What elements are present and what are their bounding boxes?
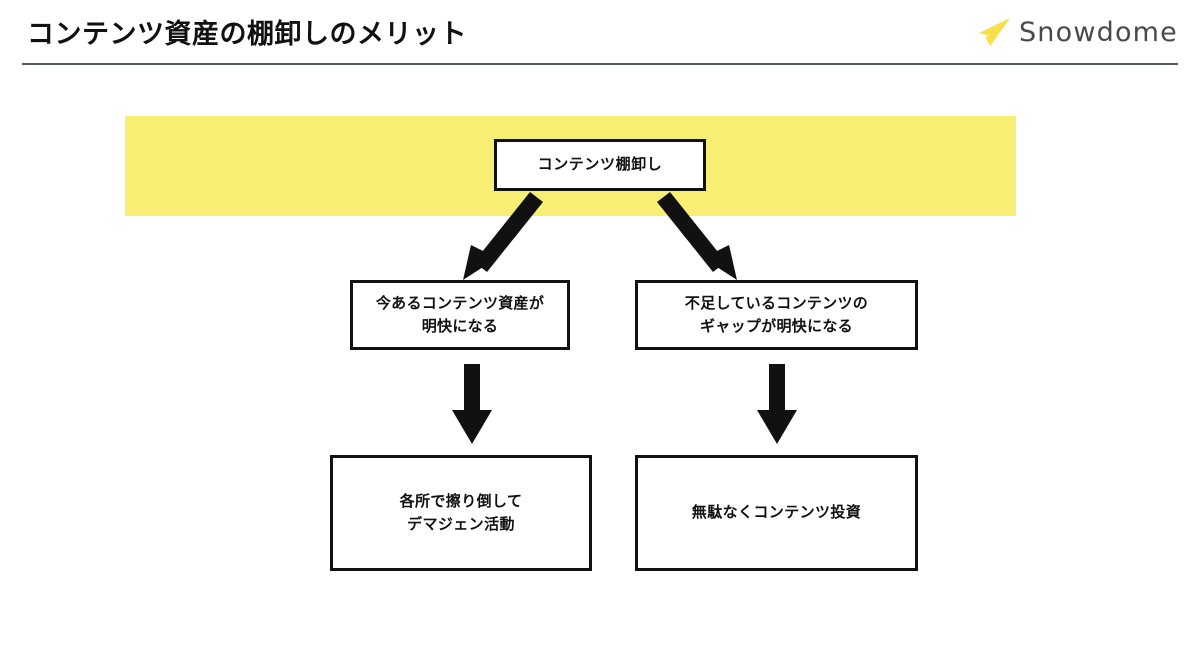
node-content-gap-clear-line-1: ギャップが明快になる (699, 317, 853, 335)
node-existing-assets-clear-line-0: 今あるコンテンツ資産が (375, 293, 545, 312)
node-demand-gen-activity: 各所で擦り倒して デマジェン活動 (330, 455, 592, 571)
arrow-mid-right-to-bottom-right (757, 364, 797, 444)
arrow-mid-left-to-bottom-left (452, 364, 492, 444)
node-efficient-content-investment-line-0: 無駄なくコンテンツ投資 (691, 503, 862, 522)
brand-logo-text: Snowdome (1018, 16, 1178, 48)
node-existing-assets-clear-line-1: 明快になる (421, 317, 499, 335)
node-content-gap-clear: 不足しているコンテンツの ギャップが明快になる (635, 280, 918, 350)
node-demand-gen-activity-line-0: 各所で擦り倒して (399, 491, 523, 510)
header-divider (22, 63, 1178, 65)
snowdome-arrow-mark-icon (978, 18, 1010, 46)
node-content-gap-clear-line-0: 不足しているコンテンツの (684, 293, 869, 312)
node-demand-gen-activity-line-1: デマジェン活動 (407, 515, 515, 533)
node-content-inventory-line-0: コンテンツ棚卸し (537, 155, 663, 174)
node-existing-assets-clear: 今あるコンテンツ資産が 明快になる (350, 280, 570, 350)
node-content-inventory: コンテンツ棚卸し (494, 139, 706, 191)
page-title: コンテンツ資産の棚卸しのメリット (27, 19, 467, 50)
brand-logo: Snowdome (976, 16, 1178, 48)
node-efficient-content-investment: 無駄なくコンテンツ投資 (635, 455, 918, 571)
